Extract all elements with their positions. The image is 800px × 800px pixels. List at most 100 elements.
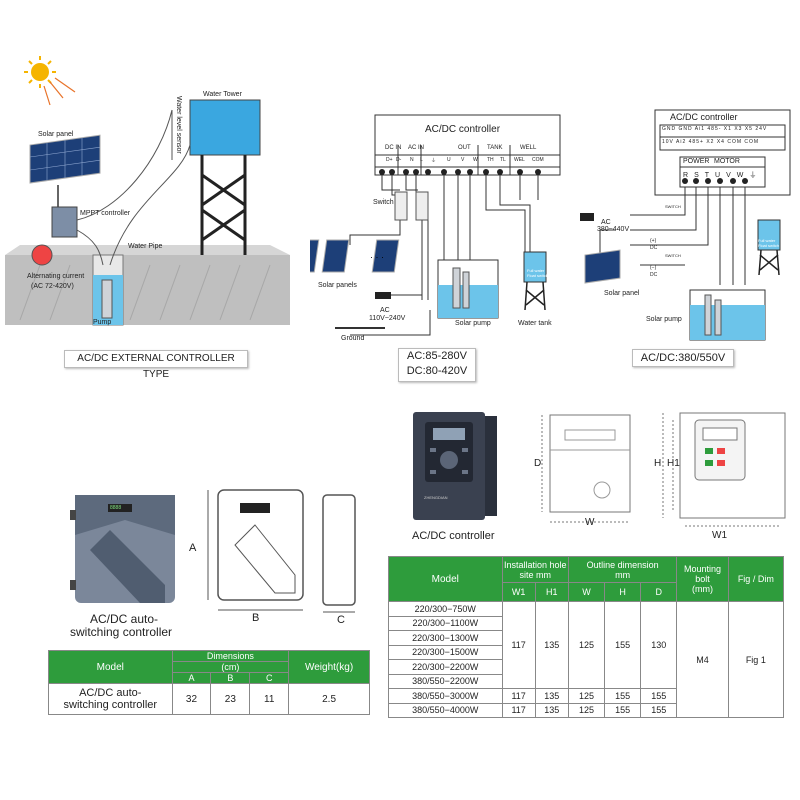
- dc-minus-label: (−): [650, 265, 657, 271]
- cell-model: 380/550−3000W: [388, 688, 503, 704]
- terminal-s: S: [694, 172, 705, 179]
- power-motor-terminals: RSTUVW⏚: [683, 170, 762, 180]
- terminal-com: COM: [532, 157, 544, 163]
- col-dimensions-unit: (cm): [171, 661, 290, 673]
- terminal-tl: TL: [500, 157, 506, 163]
- front-view-drawing: [662, 412, 786, 527]
- col-outline-line2: mm: [615, 569, 631, 580]
- dim-h-label: H: [654, 458, 662, 469]
- display-readout: 8888: [110, 505, 122, 511]
- switch-label-3b: SWITCH: [665, 253, 681, 258]
- ground-label: Ground: [341, 335, 365, 342]
- terminal-ground: ⏚: [431, 158, 437, 164]
- dim-w1-label: W1: [712, 530, 727, 541]
- col-bolt-line2: bolt: [695, 574, 710, 584]
- col-a: A: [171, 672, 212, 684]
- external-controller-caption: AC/DC EXTERNAL CONTROLLER TYPE: [64, 350, 248, 380]
- voltage-caption-ac: AC:85-280V: [407, 350, 467, 362]
- solar-pump-label: Solar pump: [455, 320, 491, 327]
- pump-label: Pump: [93, 319, 112, 326]
- ac-label: Alternating current: [27, 273, 85, 280]
- io-x2: X2: [706, 139, 715, 145]
- col-w: W: [567, 582, 606, 602]
- io-10v: 10V: [662, 139, 674, 145]
- ac-range-label-3: 380~440V: [597, 226, 630, 233]
- voltage-caption-dc: DC:80-420V: [406, 365, 468, 377]
- pump-icon: [101, 279, 113, 319]
- cell-h1: 135: [534, 702, 569, 718]
- solar-pump-label-3: Solar pump: [646, 316, 682, 323]
- dc-plus-label: (+): [650, 238, 657, 244]
- io-x4: X4: [716, 139, 725, 145]
- water-tower-label: Water Tower: [203, 91, 242, 98]
- terminal-wel: WEL: [514, 157, 525, 163]
- solar-panels-icon: · · ·: [310, 239, 400, 273]
- auto-controller-caption-1: AC/DC auto-: [90, 612, 159, 626]
- ac-range-label-2: 110V~240V: [369, 315, 406, 322]
- col-fig: Fig / Dim: [727, 556, 785, 602]
- water-tank-icon: [523, 251, 547, 283]
- power-label: POWER: [683, 158, 710, 165]
- controller-title-2: AC/DC controller: [670, 112, 738, 122]
- full-water-label-3: Full water: [758, 238, 776, 243]
- io-24v: 24V: [755, 126, 768, 132]
- group-tank: TANK: [487, 145, 503, 151]
- group-dc-in: DC IN: [385, 145, 402, 151]
- cell-c: 11: [249, 683, 290, 715]
- col-dimensions: Dimensions: [171, 650, 290, 662]
- switch-label-3a: SWITCH: [665, 204, 681, 209]
- table-row: 380/550−4000W 117 135 125 155 155: [388, 702, 784, 718]
- cell-h-group: 155: [604, 601, 642, 689]
- col-bolt-line1: Mounting: [684, 564, 722, 574]
- cell-w: 125: [567, 702, 606, 718]
- cell-d: 155: [640, 688, 678, 704]
- terminal-th: TH: [487, 157, 494, 163]
- table-row: AC/DC auto-switching controller 32 23 11…: [48, 683, 370, 715]
- cell-model: 220/300−1100W: [388, 615, 503, 631]
- io-x3: X3: [734, 126, 743, 132]
- terminal-u-2: U: [715, 172, 727, 179]
- cell-model: AC/DC auto-switching controller: [48, 683, 173, 715]
- dim-d-label: D: [534, 458, 542, 469]
- ac-plug-icon-2: [580, 213, 594, 221]
- terminal-d-minus: D-: [396, 157, 402, 163]
- io-gnd-2: GND: [678, 126, 693, 132]
- table-row: 220/300−750W 117 135 125 155 130 M4 Fig …: [388, 601, 785, 718]
- sun-icon: [24, 56, 76, 106]
- full-water-label: Full water: [527, 268, 545, 273]
- motor-label: MOTOR: [714, 158, 740, 165]
- solar-panel-label: Solar panel: [38, 131, 74, 138]
- brand-label: ZHENGDIAN: [424, 495, 448, 500]
- controller-photo: [413, 412, 497, 520]
- io-com: COM: [727, 139, 743, 145]
- io-x5: X5: [744, 126, 753, 132]
- dim-c-label: C: [337, 614, 345, 626]
- terminal-d-plus: D+: [386, 157, 393, 163]
- float-switch-label-3: Float switch: [758, 243, 780, 248]
- water-tank-label: Water tank: [518, 320, 552, 327]
- auto-controller-caption-2: switching controller: [70, 625, 173, 639]
- ac-range-label: (AC 72-420V): [31, 283, 74, 290]
- dim-b-label: B: [252, 612, 260, 624]
- col-h1: H1: [534, 582, 569, 602]
- solar-pump-icon: [452, 267, 461, 309]
- dc-switch-icon: [394, 191, 408, 221]
- col-c: C: [249, 672, 290, 684]
- table-row: 220/300−2200W: [388, 659, 784, 675]
- cell-model: 220/300−2200W: [388, 659, 503, 675]
- terminal-t: T: [704, 172, 716, 179]
- cell-model: 380/550−4000W: [388, 702, 503, 718]
- col-h: H: [604, 582, 642, 602]
- cell-w1-group: 117: [501, 601, 536, 689]
- group-ac-in: AC IN: [408, 145, 425, 151]
- cell-h1: 135: [534, 688, 569, 704]
- terminal-u: U: [447, 157, 451, 163]
- io-ai1: Ai1: [694, 126, 705, 132]
- ac-label-3: AC: [601, 219, 611, 226]
- switch-label: Switch: [373, 199, 394, 206]
- cell-h: 155: [604, 688, 642, 704]
- solar-panel-icon: [29, 134, 101, 184]
- col-installation-line2: site mm: [519, 569, 551, 580]
